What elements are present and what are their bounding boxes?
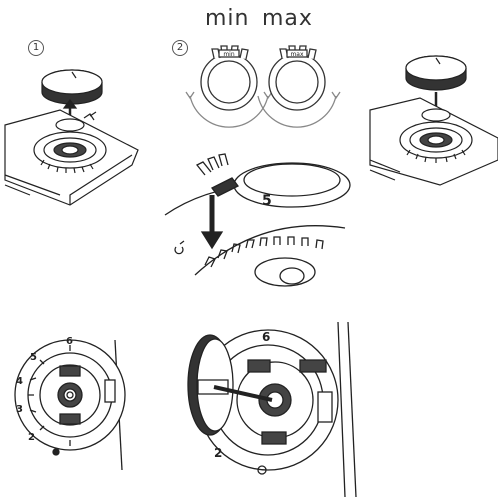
knob-icon (41, 69, 103, 105)
dial-number-4: 4 (16, 376, 23, 387)
zoom-number-text: 5 (262, 193, 272, 209)
dial-number-6: 6 (66, 336, 73, 347)
panel-dial-face: 6 5 4 3 2 (14, 336, 126, 471)
panel-3-replace-knob (369, 55, 498, 186)
panel-dial-knob-removed: 6 2 (187, 321, 357, 497)
panel-2-min-ring: min (185, 45, 273, 128)
dial-number-2-large: 2 (214, 446, 222, 460)
ring-min-text: min (223, 51, 235, 58)
max-heading: max (262, 6, 313, 31)
ring-max-text: max (290, 51, 304, 58)
dial-number-2: 2 (28, 432, 35, 443)
dial-number-6-large: 6 (262, 330, 270, 344)
panel-2-max-ring: max (257, 45, 341, 128)
panel-zoom-set-ring: 5 (164, 153, 351, 287)
step-2-marker: 2 (172, 40, 188, 56)
min-heading: min (205, 6, 250, 31)
dial-number-3: 3 (16, 404, 23, 415)
knob-icon (405, 55, 467, 91)
step-1-marker: 1 (28, 40, 44, 56)
panel-1-remove-knob (4, 69, 139, 206)
dial-number-5: 5 (30, 352, 37, 363)
